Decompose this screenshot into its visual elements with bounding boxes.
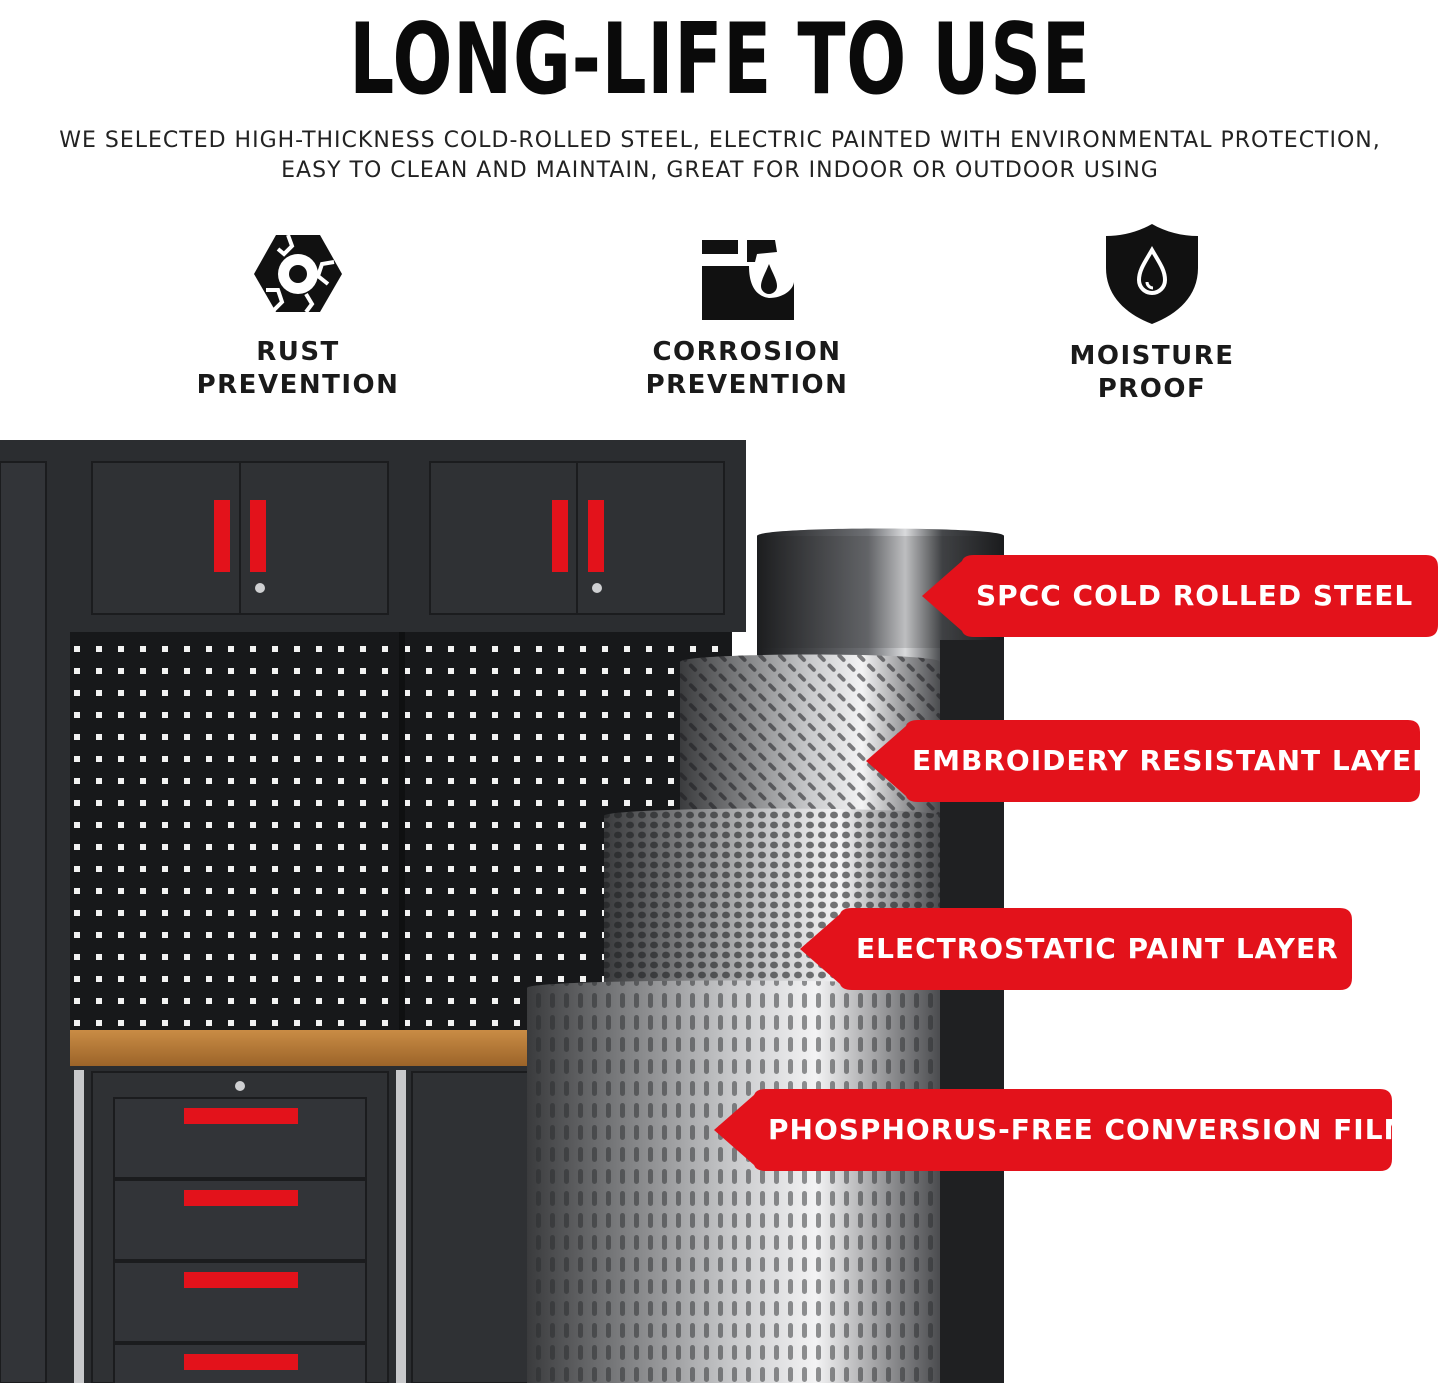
drawer-handle xyxy=(184,1272,298,1288)
drawer-handle xyxy=(184,1190,298,1206)
callout-electrostatic-layer: ELECTROSTATIC PAINT LAYER xyxy=(800,908,1352,990)
wooden-worktop xyxy=(70,1030,540,1066)
feature-rust-prevention: RUST PREVENTION xyxy=(148,222,448,402)
callout-label: ELECTROSTATIC PAINT LAYER xyxy=(856,932,1339,965)
description-line-1: WE SELECTED HIGH-THICKNESS COLD-ROLLED S… xyxy=(59,128,1381,153)
page-title: LONG-LIFE TO USE xyxy=(349,3,1091,117)
door-handle xyxy=(588,500,604,572)
shield-water-drop-icon xyxy=(1106,224,1198,324)
callout-arrow-shape xyxy=(866,720,1420,802)
callout-conversion-film: PHOSPHORUS-FREE CONVERSION FILM xyxy=(714,1089,1411,1171)
callout-label: PHOSPHORUS-FREE CONVERSION FILM xyxy=(768,1113,1413,1146)
corrosive-drop-icon xyxy=(702,240,794,320)
callout-spcc-steel: SPCC COLD ROLLED STEEL xyxy=(922,555,1438,637)
feature-corrosion-prevention: CORROSION PREVENTION xyxy=(597,222,897,402)
drawer-handle xyxy=(184,1108,298,1124)
door-handle xyxy=(552,500,568,572)
drawer-handle xyxy=(184,1354,298,1370)
door-handle xyxy=(250,500,266,572)
door-handle xyxy=(214,500,230,572)
callout-arrow-shape xyxy=(800,908,1352,990)
callout-label: EMBROIDERY RESISTANT LAYER xyxy=(912,744,1435,777)
callout-label: SPCC COLD ROLLED STEEL xyxy=(976,579,1414,612)
feature-label-moisture: MOISTURE PROOF xyxy=(1069,341,1235,404)
broken-hexagon-gear-icon xyxy=(254,234,342,314)
callout-embroidery-layer: EMBROIDERY RESISTANT LAYER xyxy=(866,720,1434,802)
description-line-2: EASY TO CLEAN AND MAINTAIN, GREAT FOR IN… xyxy=(281,158,1159,183)
feature-label-corrosion: CORROSION PREVENTION xyxy=(645,337,849,400)
callout-arrow-shape xyxy=(714,1089,1392,1171)
description: WE SELECTED HIGH-THICKNESS COLD-ROLLED S… xyxy=(40,126,1400,186)
feature-moisture-proof: MOISTURE PROOF xyxy=(1002,222,1302,406)
callout-arrow-shape xyxy=(922,555,1438,637)
feature-label-rust: RUST PREVENTION xyxy=(196,337,400,400)
